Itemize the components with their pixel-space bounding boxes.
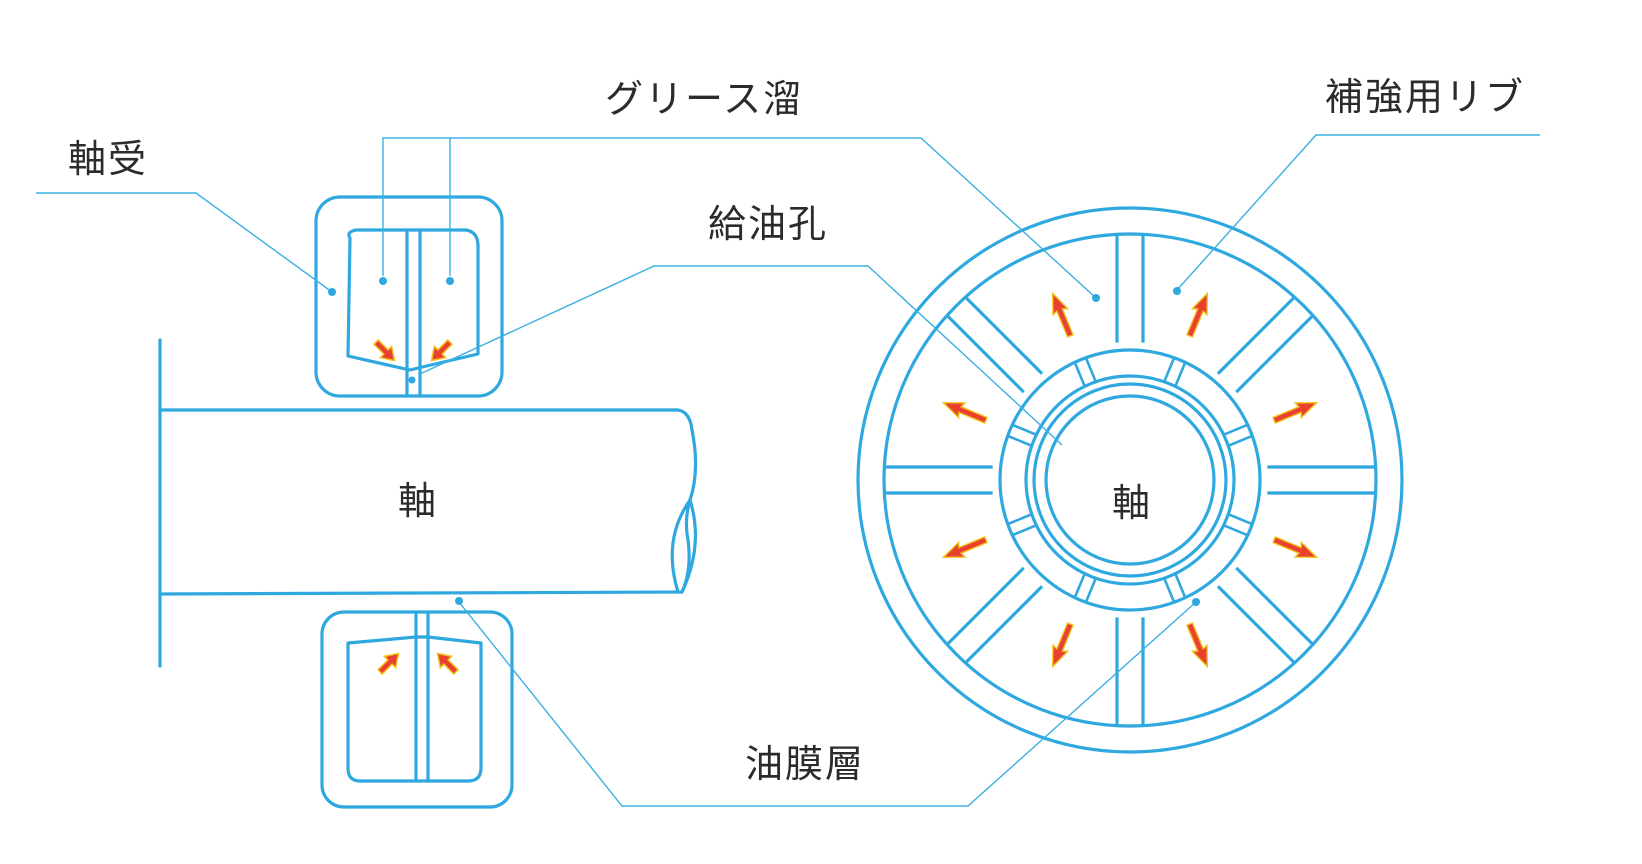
leader-reinforcing-rib xyxy=(1176,134,1540,291)
leader-dot xyxy=(379,277,387,285)
leader-dot xyxy=(328,288,336,296)
hub-oil-slot-edge xyxy=(1174,573,1187,599)
leader-dot xyxy=(455,597,463,605)
hub-oil-slot-edge xyxy=(1084,357,1097,383)
leader-dot xyxy=(408,376,416,384)
leader-lines xyxy=(36,134,1540,807)
label-shaft-cross-section: 軸 xyxy=(1112,481,1153,525)
hub-oil-slot-edge xyxy=(1011,524,1037,537)
outer-rim-outer xyxy=(856,206,1404,754)
reinforcing-ribs xyxy=(884,234,1376,726)
cross-section-view xyxy=(856,206,1404,754)
leader-dot xyxy=(446,277,454,285)
label-oil-hole: 給油孔 xyxy=(708,202,829,246)
label-reinforcing-rib: 補強用リブ xyxy=(1325,75,1526,119)
leader-oil-film-layer xyxy=(458,601,1197,807)
side-view-flow-arrows xyxy=(372,338,460,676)
reinforcing-rib-edge xyxy=(964,295,1044,375)
hub-oil-slot-edge xyxy=(1084,577,1097,603)
flow-arrow xyxy=(1051,291,1074,338)
hub-oil-slot-edge xyxy=(1011,423,1037,436)
leader-dot xyxy=(1192,598,1200,606)
flow-arrow-shape xyxy=(941,536,988,559)
flow-arrow xyxy=(1186,291,1209,338)
flow-arrow xyxy=(941,536,988,559)
hub-oil-slot-edge xyxy=(1163,357,1176,383)
flow-arrow xyxy=(372,338,396,362)
shaft-cross-section xyxy=(1044,394,1216,566)
hub-oil-slot-edge xyxy=(1227,434,1253,447)
leader-dots xyxy=(328,277,1200,606)
shaft-break-lens xyxy=(670,498,698,594)
flow-arrow-shape xyxy=(1186,291,1209,338)
flow-arrow xyxy=(941,401,988,424)
hub-oil-slot-edge xyxy=(1223,524,1249,537)
outer-rim-inner xyxy=(882,232,1378,728)
reinforcing-rib-edge xyxy=(1235,566,1315,646)
leader-dot xyxy=(1173,287,1181,295)
flow-arrow-shape xyxy=(941,401,988,424)
hub-oil-slot-edge xyxy=(1174,361,1187,387)
flow-arrow xyxy=(430,338,454,362)
flow-arrow-shape xyxy=(1186,622,1209,669)
leader-oil-hole xyxy=(419,265,1063,446)
flow-arrow xyxy=(1272,536,1319,559)
reinforcing-rib-edge xyxy=(1235,314,1315,394)
leader-dot xyxy=(1092,294,1100,302)
flow-arrow xyxy=(376,652,400,676)
reinforcing-rib-edge xyxy=(964,585,1044,665)
flow-arrow-shape xyxy=(1051,622,1074,669)
flow-arrow-shape xyxy=(1051,291,1074,338)
flow-arrow-shape xyxy=(1272,401,1319,424)
upper-grease-chamber xyxy=(346,228,480,372)
side-view xyxy=(158,195,698,809)
label-shaft-side: 軸 xyxy=(398,479,439,523)
cross-section-flow-arrows xyxy=(941,291,1319,669)
leader-grease-reservoir xyxy=(382,137,1097,299)
hub-oil-slot-edge xyxy=(1073,573,1086,599)
flow-arrow xyxy=(1051,622,1074,669)
hub-oil-slot-edge xyxy=(1163,577,1176,603)
oil-film-ring xyxy=(1032,382,1228,578)
hub-outer xyxy=(998,348,1262,612)
reinforcing-rib-edge xyxy=(1216,295,1296,375)
upper-bearing xyxy=(314,195,504,398)
hub-oil-slot-edge xyxy=(1007,513,1033,526)
reinforcing-rib-edge xyxy=(1216,585,1296,665)
flow-arrow-shape xyxy=(1272,536,1319,559)
hub-inner xyxy=(1024,374,1236,586)
leader-bearing xyxy=(36,192,333,293)
flow-arrow xyxy=(1272,401,1319,424)
label-bearing: 軸受 xyxy=(68,137,149,181)
hub-oil-slot-edge xyxy=(1223,423,1249,436)
upper-bearing-housing xyxy=(314,195,504,398)
label-grease-reservoir: グリース溜 xyxy=(605,77,804,121)
flow-arrow xyxy=(436,652,460,676)
hub-oil-slots xyxy=(1007,357,1253,603)
flow-arrow xyxy=(1186,622,1209,669)
hub-oil-slot-edge xyxy=(1227,513,1253,526)
reinforcing-rib-edge xyxy=(945,314,1025,394)
label-oil-film-layer: 油膜層 xyxy=(745,742,866,786)
hub-oil-slot-edge xyxy=(1073,361,1086,387)
lower-grease-chamber xyxy=(346,635,483,783)
hub-oil-slot-edge xyxy=(1007,434,1033,447)
reinforcing-rib-edge xyxy=(945,566,1025,646)
lower-bearing xyxy=(320,610,514,809)
